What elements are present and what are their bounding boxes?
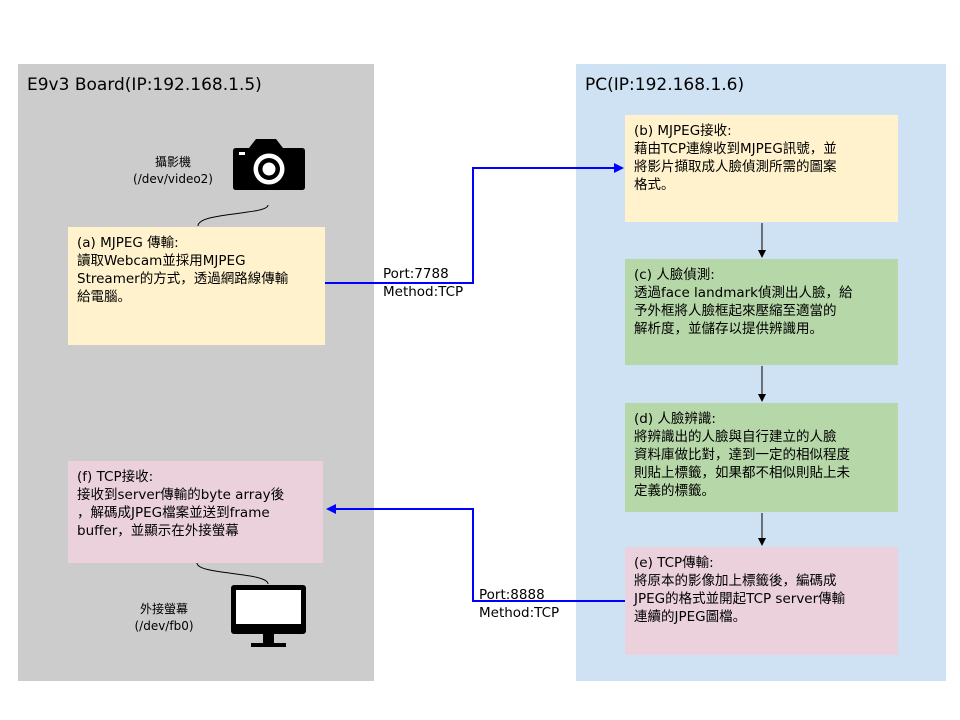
tcp-receive-box: (f) TCP接收: 接收到server傳輸的byte array後 ，解碼成J… <box>68 461 323 563</box>
monitor-caption: 外接螢幕 (/dev/fb0) <box>106 601 222 635</box>
box-a-title: (a) MJPEG 傳輸: <box>77 235 179 251</box>
port-8888-port: Port:8888 <box>479 587 545 603</box>
port-7788-label: Port:7788 Method:TCP <box>383 265 463 301</box>
box-d-body: 將辨識出的人臉與自行建立的人臉 資料庫做比對，達到一定的相似程度 則貼上標籤，如… <box>634 429 850 499</box>
box-b-body: 藉由TCP連線收到MJPEG訊號，並 將影片擷取成人臉偵測所需的圖案 格式。 <box>634 141 837 193</box>
box-d-title: (d) 人臉辨識: <box>634 411 716 427</box>
camera-lead-line <box>197 204 269 227</box>
camera-path: (/dev/video2) <box>133 172 213 186</box>
box-c-body: 透過face landmark偵測出人臉，給 予外框將人臉框起來壓縮至適當的 解… <box>634 285 853 337</box>
face-recognition-box: (d) 人臉辨識: 將辨識出的人臉與自行建立的人臉 資料庫做比對，達到一定的相似… <box>625 403 898 512</box>
box-a-body: 讀取Webcam並採用MJPEG Streamer的方式，透過網路線傳輸 給電腦… <box>77 253 289 305</box>
camera-icon <box>233 139 305 190</box>
camera-name: 攝影機 <box>154 155 191 169</box>
pc-title: PC(IP:192.168.1.6) <box>585 75 745 95</box>
box-c-title: (c) 人臉偵測: <box>634 267 715 283</box>
network-link-e-to-f <box>326 504 625 602</box>
monitor-lead-line <box>196 562 269 585</box>
monitor-name: 外接螢幕 <box>139 602 188 616</box>
port-7788-port: Port:7788 <box>383 266 449 282</box>
camera-caption: 攝影機 (/dev/video2) <box>118 154 228 188</box>
network-link-a-to-b <box>325 163 624 284</box>
monitor-path: (/dev/fb0) <box>134 619 194 633</box>
board-panel: E9v3 Board(IP:192.168.1.5) <box>18 64 374 681</box>
tcp-transmit-box: (e) TCP傳輸: 將原本的影像加上標籤後，編碼成 JPEG的格式並開起TCP… <box>625 547 898 655</box>
mjpeg-transmit-box: (a) MJPEG 傳輸: 讀取Webcam並採用MJPEG Streamer的… <box>68 227 325 345</box>
face-detection-box: (c) 人臉偵測: 透過face landmark偵測出人臉，給 予外框將人臉框… <box>625 259 898 365</box>
board-title: E9v3 Board(IP:192.168.1.5) <box>27 75 262 95</box>
port-8888-label: Port:8888 Method:TCP <box>479 586 559 622</box>
box-e-body: 將原本的影像加上標籤後，編碼成 JPEG的格式並開起TCP server傳輸 連… <box>634 573 846 625</box>
box-f-title: (f) TCP接收: <box>77 469 154 485</box>
port-8888-method: Method:TCP <box>479 605 560 621</box>
port-7788-method: Method:TCP <box>383 284 464 300</box>
box-f-body: 接收到server傳輸的byte array後 ，解碼成JPEG檔案並送到fra… <box>77 487 285 539</box>
box-e-title: (e) TCP傳輸: <box>634 555 714 571</box>
mjpeg-receive-box: (b) MJPEG接收: 藉由TCP連線收到MJPEG訊號，並 將影片擷取成人臉… <box>625 115 898 222</box>
box-b-title: (b) MJPEG接收: <box>634 123 732 139</box>
monitor-icon <box>231 585 306 647</box>
